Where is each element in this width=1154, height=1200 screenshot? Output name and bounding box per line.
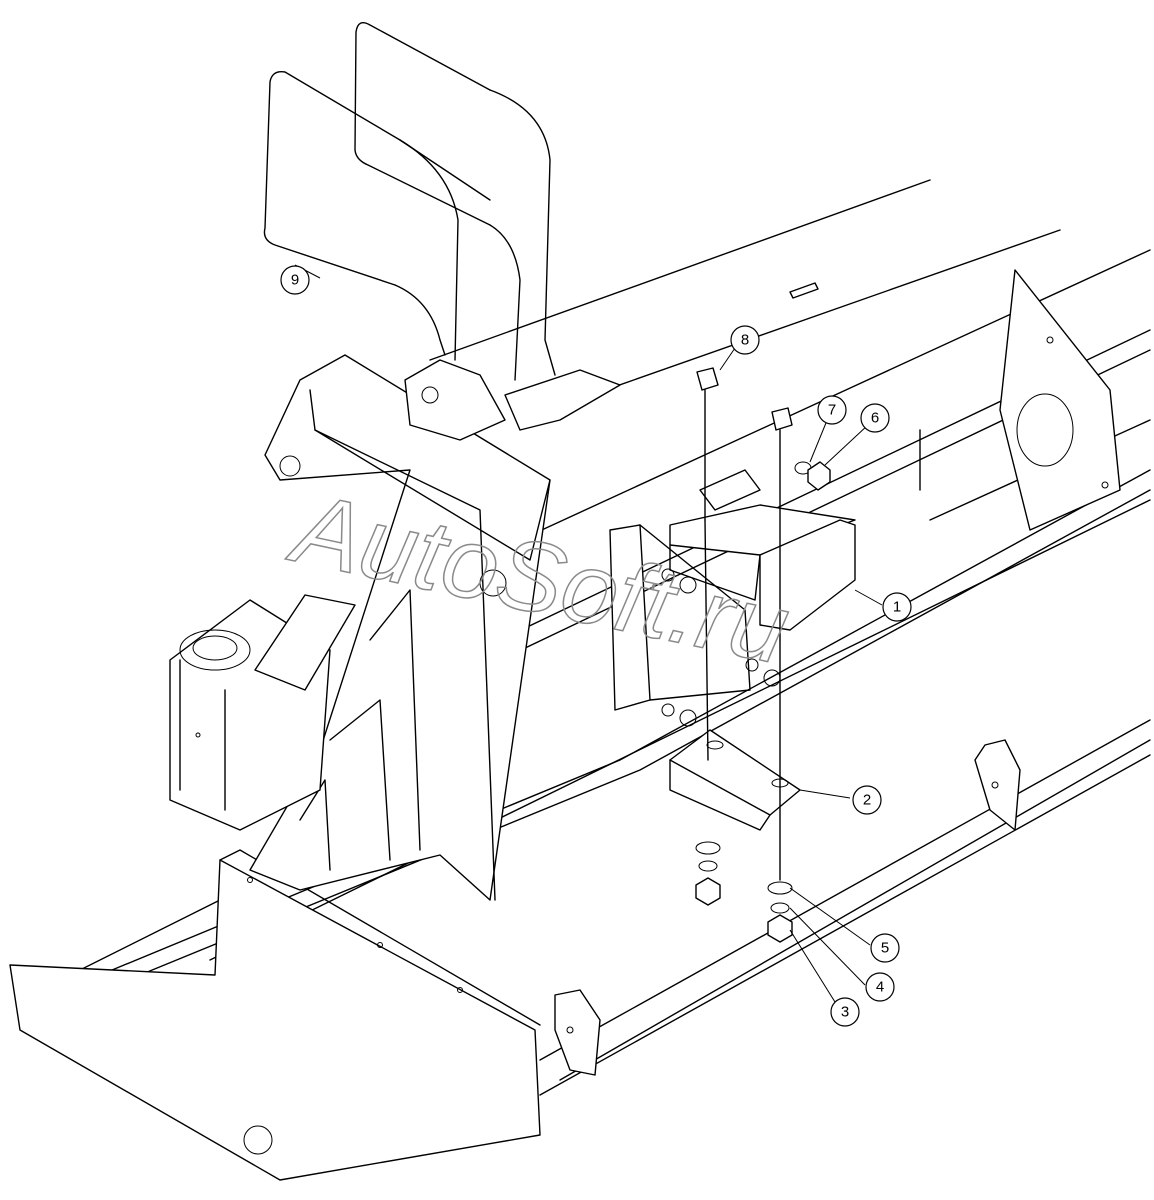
callout-5-label: 5 (881, 940, 889, 957)
mount-plate (609, 524, 751, 711)
callout-1-label: 1 (893, 599, 901, 616)
callout-8-label: 8 (741, 332, 749, 349)
callout-5: 5 (870, 933, 900, 963)
callout-3-label: 3 (841, 1004, 849, 1021)
callout-2: 2 (852, 785, 882, 815)
part-9-u-bolts (263, 22, 556, 381)
part-5-flat-washer (767, 881, 793, 895)
mount-nuts (661, 568, 781, 727)
left-hex-nut (695, 877, 721, 906)
callout-7-label: 7 (828, 402, 836, 419)
part-1-pad-bracket (669, 429, 921, 631)
part-4-lock-washer (770, 902, 790, 914)
central-tower (249, 354, 551, 901)
callout-2-label: 2 (863, 792, 871, 809)
part-8-bolt (696, 367, 719, 761)
upper-rail-plate (504, 369, 621, 431)
fastener-stack (695, 841, 793, 943)
callout-8: 8 (730, 325, 760, 355)
left-lock-washer (698, 860, 718, 872)
callout-7: 7 (817, 395, 847, 425)
front-bumper (9, 849, 541, 1181)
pivot-cap-plate (254, 594, 356, 691)
callout-6-label: 6 (871, 410, 879, 427)
callout-1: 1 (882, 592, 912, 622)
lower-rail (539, 719, 1151, 1096)
callout-9: 9 (280, 265, 310, 295)
part-3-hex-nut (767, 914, 793, 943)
callout-9-label: 9 (291, 272, 299, 289)
frame-slot (789, 282, 819, 299)
callout-3: 3 (830, 997, 860, 1027)
callout-4: 4 (865, 972, 895, 1002)
rear-side-plate (999, 269, 1121, 531)
left-flat-washer (695, 841, 721, 855)
callout-6: 6 (860, 403, 890, 433)
part-6-nut (807, 461, 831, 491)
callout-4-label: 4 (876, 979, 884, 996)
